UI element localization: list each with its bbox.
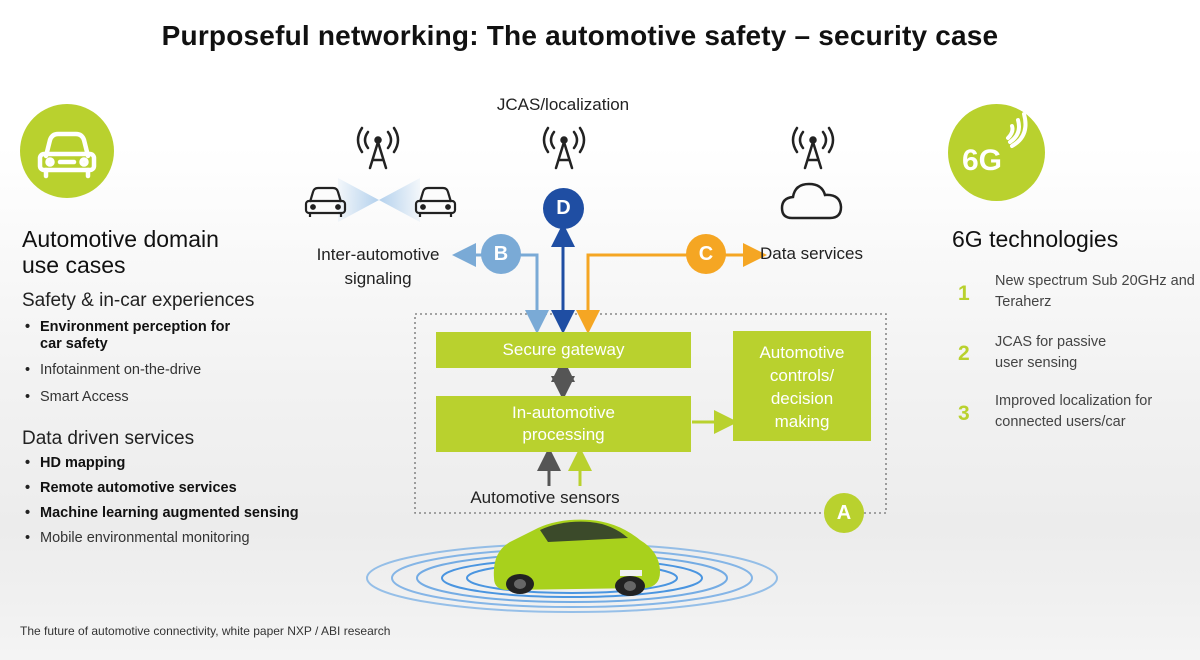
- tech-text: Improved localization for connected user…: [995, 393, 1153, 430]
- badge-c: C: [686, 234, 726, 274]
- car-icon: [304, 186, 347, 217]
- page-title: Purposeful networking: The automotive sa…: [161, 20, 999, 51]
- list-item: Infotainment on-the-drive: [22, 362, 252, 379]
- 6g-text: 6G: [962, 144, 1002, 177]
- jcas-label: JCAS/localization: [496, 95, 630, 114]
- left-heading: Automotive domain use cases: [22, 226, 219, 278]
- green-car-image: [493, 519, 660, 596]
- list-item: Remote automotive services: [22, 480, 352, 497]
- tech-number: 1: [958, 282, 970, 305]
- badge-a: A: [824, 493, 864, 533]
- car-icon-circle: [20, 104, 114, 198]
- in-automotive-processing-box: In-automotive processing: [436, 396, 691, 452]
- 6g-icon-circle: 6G: [948, 104, 1045, 201]
- cell-tower-icon: [791, 126, 835, 170]
- cell-tower-icon: [356, 126, 400, 170]
- tech-number: 3: [958, 402, 970, 425]
- list-item: Mobile environmental monitoring: [22, 530, 352, 547]
- 6g-signal-icon: 6G: [962, 112, 1028, 177]
- list-item: Smart Access: [22, 389, 252, 406]
- badge-d: D: [543, 188, 584, 229]
- cloud-icon: [780, 182, 843, 220]
- right-heading: 6G technologies: [952, 226, 1119, 252]
- automotive-controls-box: Automotive controls/ decision making: [733, 331, 871, 441]
- secure-gateway-box: Secure gateway: [436, 332, 691, 368]
- section-data-list: HD mapping Remote automotive services Ma…: [22, 455, 352, 555]
- tech-number: 2: [958, 342, 970, 365]
- section-safety-title: Safety & in-car experiences: [22, 290, 255, 311]
- data-services-label: Data services: [760, 244, 863, 263]
- car-icon: [414, 186, 457, 217]
- section-data-title: Data driven services: [22, 428, 195, 449]
- tech-text: New spectrum Sub 20GHz and Teraherz: [995, 273, 1195, 310]
- automotive-sensors-label: Automotive sensors: [470, 488, 620, 507]
- list-item: HD mapping: [22, 455, 352, 472]
- list-item: Machine learning augmented sensing: [22, 505, 352, 522]
- cell-tower-icon: [542, 126, 586, 170]
- list-item: Environment perception for car safety: [22, 319, 252, 353]
- footer-source: The future of automotive connectivity, w…: [20, 624, 391, 638]
- section-safety-list: Environment perception for car safety In…: [22, 319, 252, 414]
- badge-b: B: [481, 234, 521, 274]
- car-icon: [37, 131, 97, 179]
- inter-automotive-label: Inter-automotive signaling: [316, 245, 440, 288]
- tech-text: JCAS for passive user sensing: [995, 334, 1107, 371]
